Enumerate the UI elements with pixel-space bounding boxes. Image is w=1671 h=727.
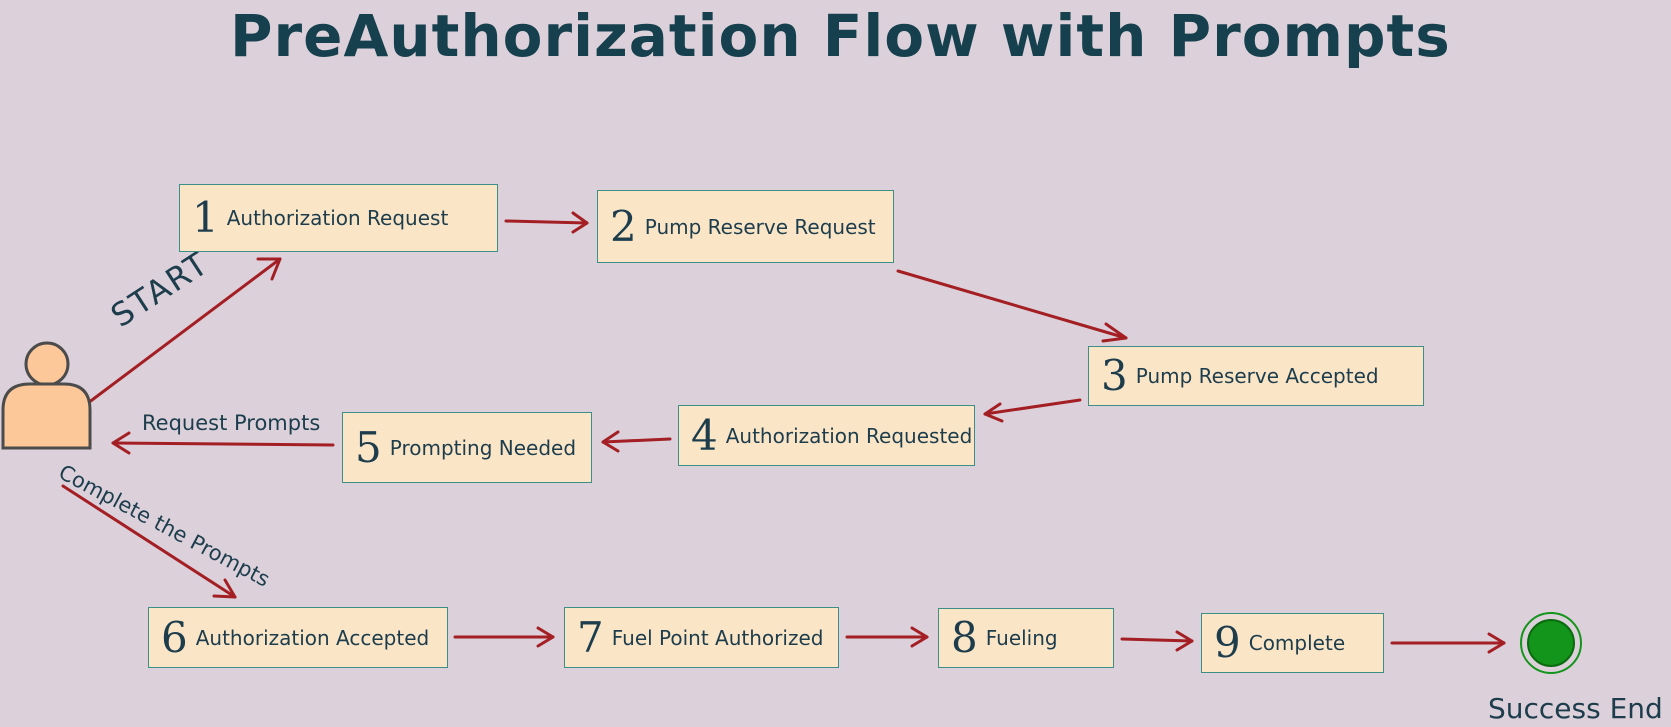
step-number: 7	[577, 612, 604, 662]
arrow-start	[86, 257, 282, 405]
step-label: Authorization Request	[226, 206, 449, 230]
step-number: 5	[355, 422, 382, 472]
step-8-node: 8 Fueling	[938, 608, 1114, 668]
step-2-node: 2 Pump Reserve Request	[597, 190, 894, 263]
step-label: Pump Reserve Request	[644, 214, 876, 239]
step-3-node: 3 Pump Reserve Accepted	[1088, 346, 1424, 406]
step-number: 3	[1101, 351, 1128, 400]
arrow-5-to-actor	[111, 441, 335, 447]
step-1-node: 1 Authorization Request	[179, 184, 498, 252]
step-label: Authorization Requested	[725, 423, 973, 448]
step-label: Fueling	[985, 626, 1058, 650]
step-5-node: 5 Prompting Needed	[342, 412, 592, 483]
success-end-icon	[1520, 612, 1582, 674]
step-number: 6	[161, 612, 188, 662]
step-number: 8	[951, 613, 978, 662]
arrow-4-to-5	[601, 437, 672, 444]
arrow-actor-to-6	[61, 484, 237, 599]
step-label: Fuel Point Authorized	[611, 625, 824, 650]
step-label: Authorization Accepted	[195, 625, 430, 650]
success-end-label: Success End	[1488, 692, 1663, 725]
request-prompts-label: Request Prompts	[142, 411, 321, 435]
arrow-1-to-2	[504, 219, 589, 225]
step-7-node: 7 Fuel Point Authorized	[564, 607, 839, 668]
arrow-3-to-4	[983, 398, 1082, 416]
step-4-node: 4 Authorization Requested	[678, 405, 975, 466]
step-number: 9	[1214, 618, 1241, 667]
person-icon	[1, 341, 92, 450]
step-6-node: 6 Authorization Accepted	[148, 607, 448, 668]
arrow-2-to-3	[896, 269, 1128, 340]
step-number: 4	[691, 410, 718, 460]
step-number: 1	[192, 193, 219, 242]
step-9-node: 9 Complete	[1201, 613, 1384, 673]
step-label: Pump Reserve Accepted	[1135, 364, 1379, 388]
arrow-8-to-9	[1120, 637, 1194, 643]
step-number: 2	[610, 201, 637, 251]
diagram-title: PreAuthorization Flow with Prompts	[230, 2, 1451, 70]
step-label: Prompting Needed	[389, 435, 577, 460]
step-label: Complete	[1248, 631, 1346, 655]
